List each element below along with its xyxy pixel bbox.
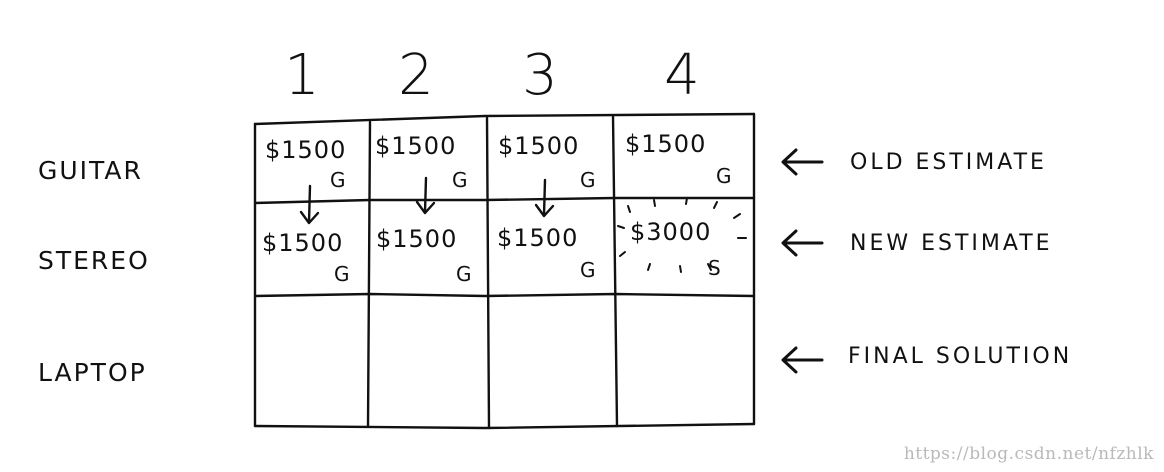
annotation-final-solution: FINAL SOLUTION bbox=[848, 344, 1073, 369]
column-number-1: 1 bbox=[284, 43, 320, 108]
grid-line-row1 bbox=[253, 196, 756, 205]
cell-item: G bbox=[580, 258, 596, 282]
left-arrow-icon bbox=[781, 346, 824, 374]
cell-item: G bbox=[580, 168, 596, 192]
cell-value: $1500 bbox=[375, 132, 457, 160]
cell-item: G bbox=[716, 164, 732, 188]
cell-value: $1500 bbox=[262, 229, 344, 257]
grid-line-col2 bbox=[485, 116, 491, 430]
down-arrow-icon bbox=[299, 184, 320, 225]
grid-line-col3 bbox=[611, 114, 619, 428]
cell-value: $1500 bbox=[497, 224, 579, 252]
cell-value: $3000 bbox=[630, 218, 712, 246]
grid-line-top bbox=[253, 112, 756, 126]
annotation-old-estimate: OLD ESTIMATE bbox=[850, 150, 1047, 175]
row-label-laptop: LAPTOP bbox=[38, 358, 147, 387]
cell-item: G bbox=[456, 262, 472, 286]
column-number-3: 3 bbox=[522, 43, 558, 108]
grid-line-bottom bbox=[253, 422, 756, 430]
column-number-2: 2 bbox=[398, 43, 434, 108]
cell-value: $1500 bbox=[625, 130, 707, 158]
cell-item: S bbox=[708, 256, 721, 280]
watermark: https://blog.csdn.net/nfzhlk bbox=[903, 444, 1154, 464]
row-label-stereo: STEREO bbox=[38, 246, 150, 275]
cell-item: G bbox=[452, 168, 468, 192]
down-arrow-icon bbox=[415, 176, 436, 215]
cell-value: $1500 bbox=[498, 132, 580, 160]
cell-value: $1500 bbox=[265, 136, 347, 164]
grid-line-row2 bbox=[253, 292, 756, 298]
cell-item: G bbox=[334, 262, 350, 286]
cell-value: $1500 bbox=[376, 225, 458, 253]
column-number-4: 4 bbox=[664, 43, 700, 108]
left-arrow-icon bbox=[781, 148, 824, 176]
row-label-guitar: GUITAR bbox=[38, 156, 143, 185]
down-arrow-icon bbox=[534, 178, 555, 218]
grid-line-col1 bbox=[366, 120, 372, 428]
emphasis-marks bbox=[617, 197, 747, 273]
annotation-new-estimate: NEW ESTIMATE bbox=[850, 231, 1053, 256]
cell-item: G bbox=[330, 168, 346, 192]
left-arrow-icon bbox=[781, 229, 824, 257]
